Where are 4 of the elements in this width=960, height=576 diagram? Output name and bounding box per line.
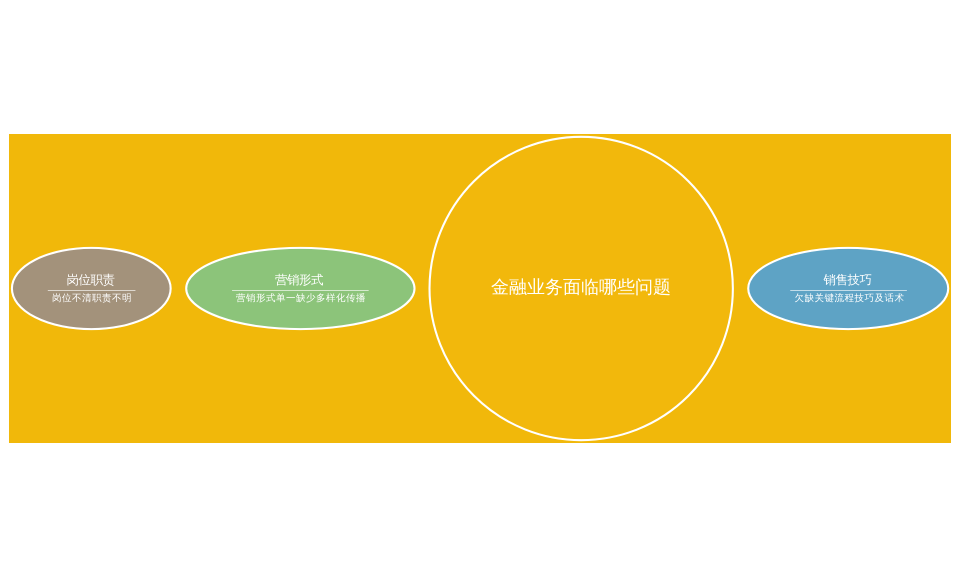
node-circle: 金融业务面临哪些问题 [428,135,734,441]
node-ellipse: 营销形式 营销形式单一缺少多样化传播 [185,246,416,330]
node-ellipse: 销售技巧 欠缺关键流程技巧及话术 [747,246,950,330]
node-ellipse: 岗位职责 岗位不清职责不明 [10,246,172,330]
